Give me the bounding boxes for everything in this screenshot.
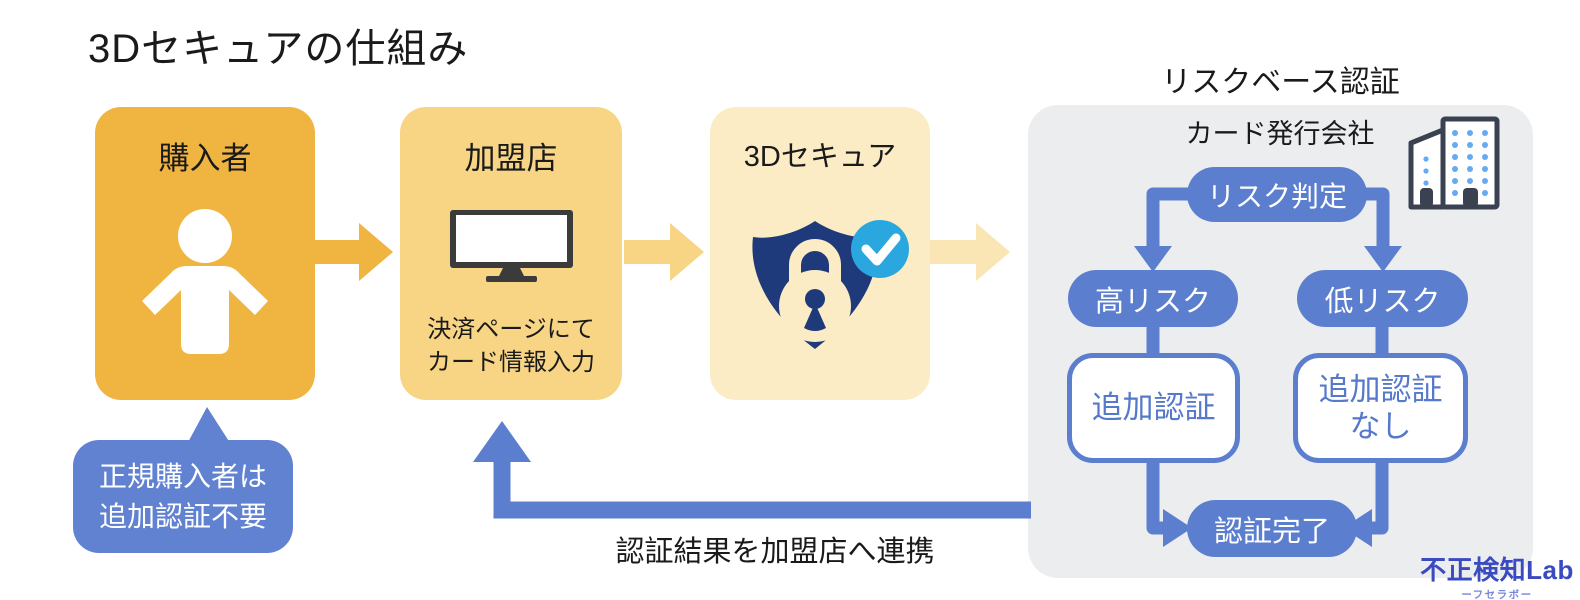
- tv-icon: [450, 210, 573, 282]
- page-title: 3Dセキュアの仕組み: [88, 27, 469, 71]
- brand-logo: 不正検知Lab ーフセラボー: [1418, 550, 1576, 600]
- person-icon: [142, 209, 268, 354]
- secure-box: 3Dセキュア: [710, 107, 930, 400]
- secure-label: 3Dセキュア: [743, 141, 897, 173]
- no-additional-auth-line1: 追加認証: [1318, 371, 1443, 407]
- arrow-buyer-to-merchant: [313, 223, 393, 281]
- brand-logo-subtext: ーフセラボー: [1461, 589, 1533, 600]
- feedback-arrowhead: [473, 421, 531, 462]
- merchant-note-line2: カード情報入力: [427, 349, 595, 377]
- buyer-box: 購入者: [95, 107, 315, 400]
- merchant-label: 加盟店: [464, 141, 558, 176]
- building-icon: [1408, 116, 1500, 210]
- node-high-risk: 高リスク: [1068, 270, 1238, 327]
- merchant-note-line1: 決済ページにて: [427, 316, 595, 343]
- risk-panel-heading: リスクベース認証: [1161, 66, 1400, 99]
- feedback-arrow-line: [493, 460, 1031, 519]
- merchant-note: 決済ページにて カード情報入力: [400, 313, 622, 379]
- feedback-arrow-label: 認証結果を加盟店へ連携: [615, 536, 935, 568]
- issuer-label: カード発行会社: [1185, 119, 1375, 149]
- node-risk-judgement: リスク判定: [1187, 167, 1367, 222]
- shield-check-icon: [752, 220, 909, 349]
- callout-line1: 正規購入者は: [98, 460, 267, 492]
- node-additional-auth: 追加認証: [1067, 353, 1240, 463]
- buyer-label: 購入者: [158, 141, 252, 176]
- additional-auth-label: 追加認証: [1091, 390, 1216, 426]
- callout-line2: 追加認証不要: [98, 500, 267, 532]
- node-low-risk: 低リスク: [1297, 270, 1468, 327]
- arrow-merchant-to-secure: [624, 223, 704, 281]
- node-no-additional-auth: 追加認証 なし: [1293, 353, 1468, 463]
- brand-logo-text: 不正検知Lab: [1420, 555, 1574, 585]
- merchant-box: 加盟店 決済ページにて カード情報入力: [400, 107, 622, 400]
- no-additional-auth-line2: なし: [1349, 409, 1412, 444]
- buyer-callout: 正規購入者は 追加認証不要: [73, 440, 293, 553]
- node-auth-complete: 認証完了: [1187, 500, 1357, 557]
- arrow-secure-to-issuer: [930, 223, 1010, 281]
